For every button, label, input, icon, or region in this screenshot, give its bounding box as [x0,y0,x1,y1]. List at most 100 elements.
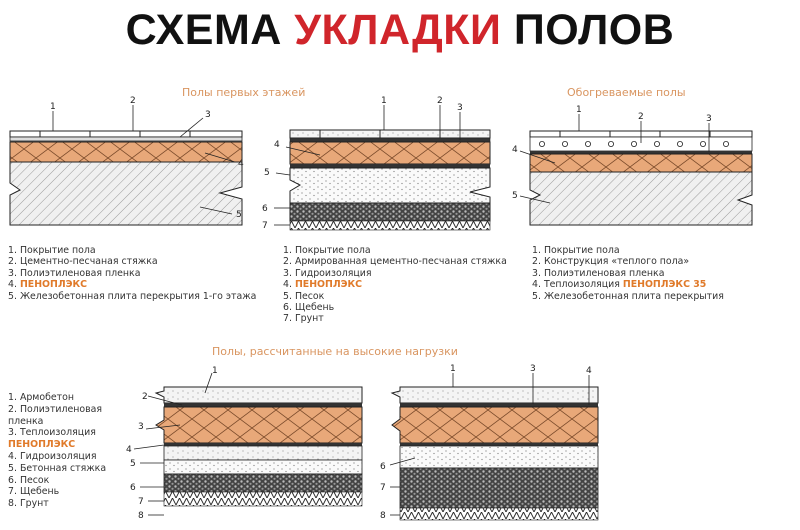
legend-item: 6. Щебень [283,302,507,313]
legend-item-text: Покрытие пола [19,245,96,256]
label-e-7: 7 [380,483,386,493]
legend-item: 2. Цементно-песчаная стяжка [8,256,256,267]
legend-item-number: 4. [532,279,544,291]
label-d-2: 2 [142,392,148,402]
legend-item-number: 2. [283,256,295,268]
legend-item: 1. Покрытие пола [8,245,256,256]
legend-item-text: Гидроизоляция [294,267,372,279]
legend-item: 4. Теплоизоляция ПЕНОПЛЭКС 35 [532,279,724,290]
legend-item: 6. Песок [8,475,106,487]
label-e-4: 4 [586,366,592,376]
label-d-8: 8 [138,511,144,521]
legend-item: 3. Полиэтиленовая пленка [532,268,724,279]
label-e-1: 1 [450,364,456,374]
legend-item: 1. Армобетон [8,392,106,404]
legend-item: 2. Армированная цементно-песчаная стяжка [283,256,507,267]
legend-item: 2. Конструкция «теплого пола» [532,256,724,267]
legend-item-text: Теплоизоляция [543,279,623,291]
legend-item: 7. Грунт [283,313,507,324]
legend-item: 5. Железобетонная плита перекрытия 1-го … [8,291,256,302]
legend-item-number: 5. [8,462,20,474]
legend-item-number: 5. [8,290,20,302]
diagram-first-floors: 1 2 3 4 5 [9,96,244,226]
label-b-1: 1 [381,96,387,106]
legend-item-number: 7. [283,313,295,325]
legend-item: 2. Полиэтиленовая [8,404,106,416]
legend-item: 3. Полиэтиленовая пленка [8,268,256,279]
legend-item-number: 6. [8,474,20,486]
legend-item-number: 4. [8,279,20,291]
legend-item-text: Покрытие пола [294,245,371,256]
legend-item-text: Покрытие пола [543,245,620,256]
legend-item-text: Армированная цементно-песчаная стяжка [294,256,507,268]
label-b-3: 3 [457,103,463,113]
legend-item-number: 1. [283,245,295,256]
label-d-5: 5 [130,459,136,469]
legend-item: 4. ПЕНОПЛЭКС [8,279,256,290]
diagram-first-floors-ground: 1 2 3 4 5 6 7 [262,96,491,231]
legend-item-number: 2. [8,403,20,415]
diagram-high-load-2: 1 3 4 6 7 8 [380,364,599,521]
legend-item-number: 5. [532,290,544,302]
legend-item-number: 6. [283,302,295,314]
legend-item: 5. Бетонная стяжка [8,463,106,475]
label-d-6: 6 [130,483,136,493]
legend-item-text: Песок [294,290,325,302]
label-c-1: 1 [576,105,582,115]
label-c-5: 5 [512,191,518,201]
label-b-4: 4 [274,140,280,150]
caption-high-load: Полы, рассчитанные на высокие нагрузки [212,345,458,358]
label-e-8: 8 [380,511,386,521]
label-d-3: 3 [138,422,144,432]
label-c-4: 4 [512,145,518,155]
label-b-5: 5 [264,168,270,178]
legend-item-text: Железобетонная плита перекрытия [543,290,724,302]
legend-item-text: Песок [19,474,50,486]
legend-item: 4. Гидроизоляция [8,451,106,463]
legend-item-number: 2. [532,256,544,268]
legend-item: 3. Теплоизоляция [8,427,106,439]
legend-item-text: Железобетонная плита перекрытия 1-го эта… [19,290,257,302]
legend-item-number: 5. [283,290,295,302]
legend-item-text: Гидроизоляция [19,450,97,462]
legend-item-number: 4. [8,450,20,462]
legend-item-text: Полиэтиленовая пленка [543,267,665,279]
legend-item-number: 3. [532,267,544,279]
label-b-7: 7 [262,221,268,231]
legend-item-text: ПЕНОПЛЭКС [19,279,88,291]
legend-item-text: Армобетон [19,392,74,403]
label-b-6: 6 [262,204,268,214]
legend-item-number: 8. [8,498,20,510]
label-d-1: 1 [212,366,218,376]
legend-item-highlight: ПЕНОПЛЭКС 35 [622,279,707,291]
caption-first-floors: Полы первых этажей [182,86,306,99]
title-part3: ПОЛОВ [513,6,675,54]
label-a-1: 1 [50,102,56,112]
title-accent: УКЛАДКИ [294,6,502,54]
legend-item-number: 1. [8,392,20,403]
title-part1: СХЕМА [125,6,282,54]
label-a-2: 2 [130,96,136,106]
legend-item-number: 3. [8,427,20,439]
label-a-5: 5 [236,210,242,220]
legend-item-text: Бетонная стяжка [19,462,107,474]
legend-item-text: Грунт [19,498,49,510]
legend-item: пленка [8,416,106,428]
legend-item-text: Полиэтиленовая пленка [19,267,141,279]
legend-item-text: Щебень [294,302,335,314]
legend-item-text: Цементно-песчаная стяжка [19,256,158,268]
legend-item: 4. ПЕНОПЛЭКС [283,279,507,290]
diagram-heated: 1 2 3 4 5 [512,105,753,226]
label-a-4: 4 [238,159,244,169]
legend-item-number: 2. [8,256,20,268]
legend-item-number: 4. [283,279,295,291]
label-c-3: 3 [706,114,712,124]
legend-item-text: пленка [8,415,44,427]
legend-item: 1. Покрытие пола [283,245,507,256]
page-title: СХЕМА УКЛАДКИ ПОЛОВ [0,6,800,55]
diagram-high-load-1: 1 2 3 4 5 6 7 8 [126,366,363,521]
legend-item-text: Полиэтиленовая [19,403,103,415]
